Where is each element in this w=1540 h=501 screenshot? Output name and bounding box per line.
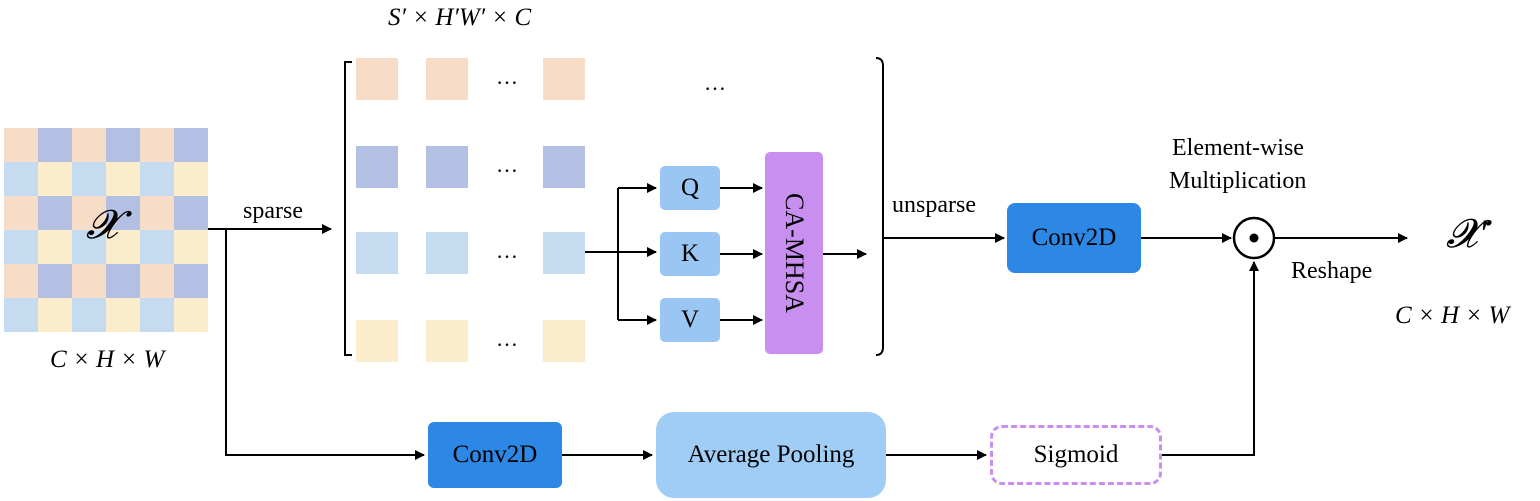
input-cell [38, 162, 72, 196]
ellipsis-row1-far: … [704, 70, 726, 95]
input-cell [106, 128, 140, 162]
input-cell [4, 298, 38, 332]
input-cell [106, 264, 140, 298]
output-symbol: 𝓧′ [1446, 211, 1488, 256]
input-cell [106, 298, 140, 332]
input-cell [174, 230, 208, 264]
input-cell [4, 230, 38, 264]
ca-mhsa-box: CA-MHSA [765, 152, 823, 354]
ellipsis-row4: … [496, 326, 518, 351]
elementwise-label-2: Multiplication [1169, 168, 1307, 194]
reshape-label: Reshape [1291, 258, 1373, 284]
ellipsis-row2: … [496, 152, 518, 177]
sparse-label: sparse [243, 198, 303, 224]
q-box: Q [660, 166, 720, 210]
sparse-token [426, 58, 468, 100]
input-cell [38, 298, 72, 332]
input-cell [72, 162, 106, 196]
input-cell [174, 298, 208, 332]
sparse-token [543, 58, 585, 100]
sparse-token [426, 320, 468, 362]
conv2d-bottom-box: Conv2D [428, 422, 562, 488]
ellipsis-row1: … [496, 64, 518, 89]
input-cell [72, 128, 106, 162]
sparse-token [356, 232, 398, 274]
right-bracket [875, 57, 884, 356]
input-cell [140, 196, 174, 230]
input-cell [140, 128, 174, 162]
input-cell [140, 162, 174, 196]
input-cell [106, 196, 140, 230]
arrow-input-to-conv2d-bottom [225, 229, 425, 460]
sparse-token [543, 232, 585, 274]
input-cell [72, 230, 106, 264]
input-cell [140, 264, 174, 298]
input-cell [38, 128, 72, 162]
q-label: Q [680, 174, 700, 201]
v-label: V [680, 306, 700, 333]
input-cell [174, 264, 208, 298]
input-cell [72, 298, 106, 332]
input-symbol: 𝓧 [86, 202, 119, 247]
sparse-token [426, 232, 468, 274]
input-cell [106, 230, 140, 264]
elementwise-label-1: Element-wise [1172, 135, 1304, 161]
sparse-dims: S′ × H′W′ × C [388, 4, 532, 31]
ellipsis-row3: … [496, 238, 518, 263]
input-cell [4, 128, 38, 162]
input-cell [174, 128, 208, 162]
sigmoid-box: Sigmoid [990, 425, 1162, 485]
input-cell [72, 264, 106, 298]
left-bracket [344, 61, 352, 356]
sparse-token [356, 320, 398, 362]
input-cell [72, 196, 106, 230]
ca-mhsa-label: CA-MHSA [780, 193, 810, 313]
input-feature-map [4, 128, 208, 332]
k-box: K [660, 232, 720, 276]
conv2d-top-box: Conv2D [1007, 203, 1141, 273]
sparse-token [356, 146, 398, 188]
sparse-token [356, 58, 398, 100]
input-cell [174, 196, 208, 230]
sparse-token [426, 146, 468, 188]
input-cell [140, 298, 174, 332]
input-cell [140, 230, 174, 264]
conv2d-top-label: Conv2D [1031, 224, 1117, 251]
input-cell [38, 230, 72, 264]
sparse-token [543, 320, 585, 362]
input-cell [106, 162, 140, 196]
sparse-token [543, 146, 585, 188]
multiply-dot [1249, 233, 1259, 243]
input-cell [174, 162, 208, 196]
sigmoid-label: Sigmoid [1033, 441, 1119, 468]
arrow-sigmoid-to-multiply [1162, 261, 1259, 456]
average-pooling-box: Average Pooling [656, 412, 886, 498]
input-cell [4, 162, 38, 196]
input-dims: C × H × W [50, 346, 165, 373]
input-cell [38, 196, 72, 230]
unsparse-label: unsparse [892, 192, 976, 218]
k-label: K [680, 240, 700, 267]
output-dims: C × H × W [1395, 302, 1510, 329]
conv2d-bottom-label: Conv2D [452, 441, 538, 468]
input-cell [4, 196, 38, 230]
v-box: V [660, 298, 720, 342]
input-cell [4, 264, 38, 298]
average-pooling-label: Average Pooling [687, 441, 855, 468]
input-cell [38, 264, 72, 298]
